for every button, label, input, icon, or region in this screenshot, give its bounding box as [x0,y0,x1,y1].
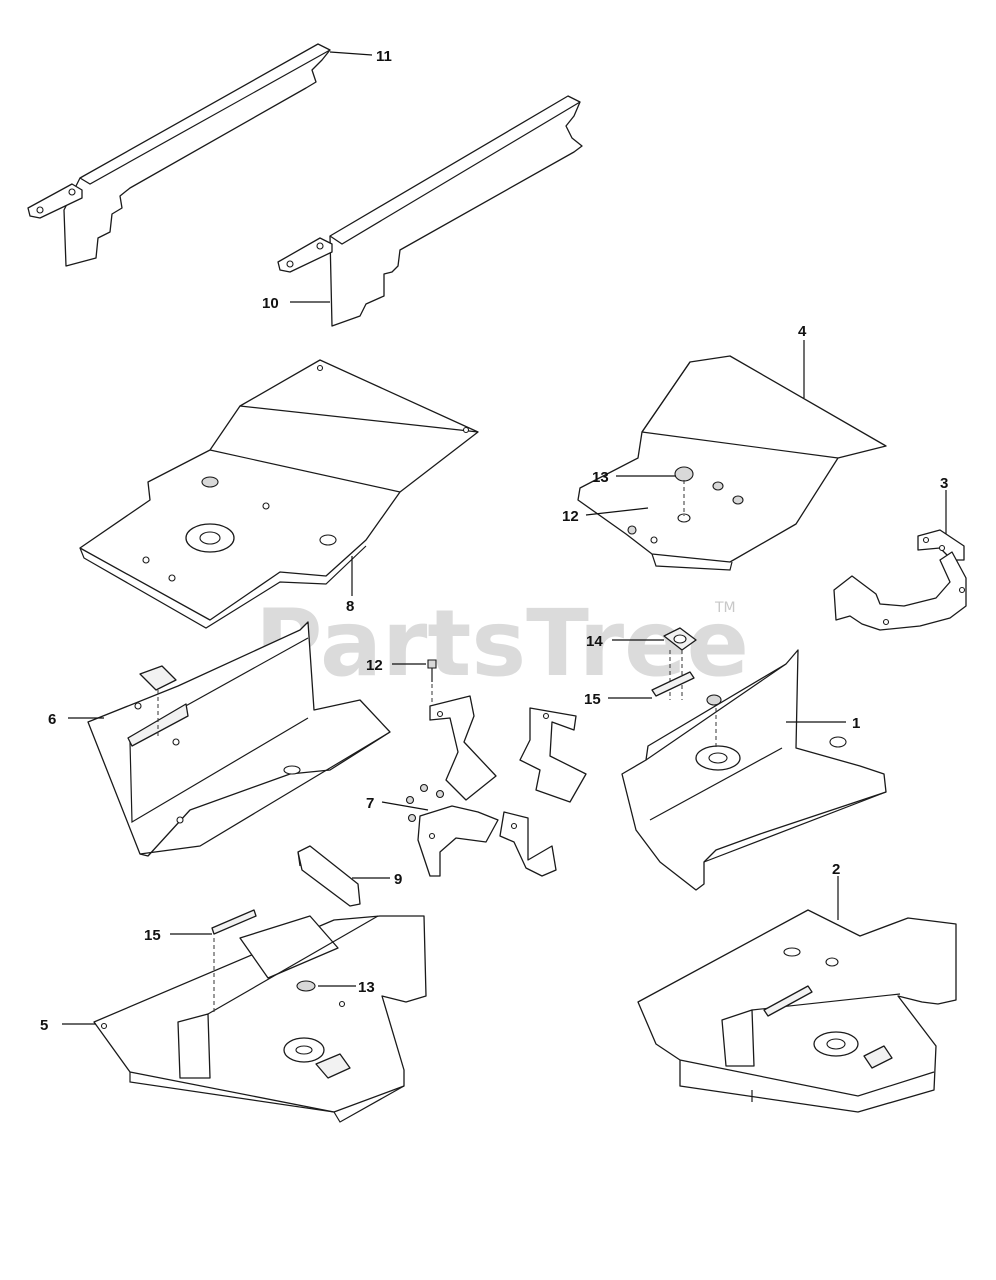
callout-8: 8 [346,598,354,615]
callout-13-upper: 13 [592,469,609,486]
callout-10: 10 [262,295,279,312]
callout-6: 6 [48,711,56,728]
callout-12-lower: 12 [366,657,383,674]
callout-1: 1 [852,715,860,732]
part-15-strip-lower [211,909,257,935]
part-14-clip [663,627,697,651]
part-8-floor-pan [79,359,479,629]
part-3-bracket [833,529,967,631]
callout-14: 14 [586,633,603,650]
callout-7: 7 [366,795,374,812]
callout-11: 11 [376,48,392,65]
callout-4: 4 [798,323,807,340]
part-12-bolt [427,659,437,682]
callout-9: 9 [394,871,402,888]
callout-12-upper: 12 [562,508,579,525]
callout-15-lower: 15 [144,927,161,944]
watermark-trademark: TM [714,600,736,616]
callout-15-upper: 15 [584,691,601,708]
part-7-mounting-brackets [405,695,587,877]
callout-5: 5 [40,1017,48,1034]
part-4-floor-pan [577,355,887,571]
part-2-floor-pan [637,909,957,1113]
part-5-floor-pan [93,915,427,1123]
part-10-bracket [277,95,583,327]
part-11-bracket [27,43,331,267]
callout-13-lower: 13 [358,979,375,996]
part-15-strip-upper [651,671,695,697]
part-9-clip [297,845,361,907]
watermark-brand: PartsTree [255,590,749,697]
callout-2: 2 [832,861,840,878]
callout-3: 3 [940,475,948,492]
